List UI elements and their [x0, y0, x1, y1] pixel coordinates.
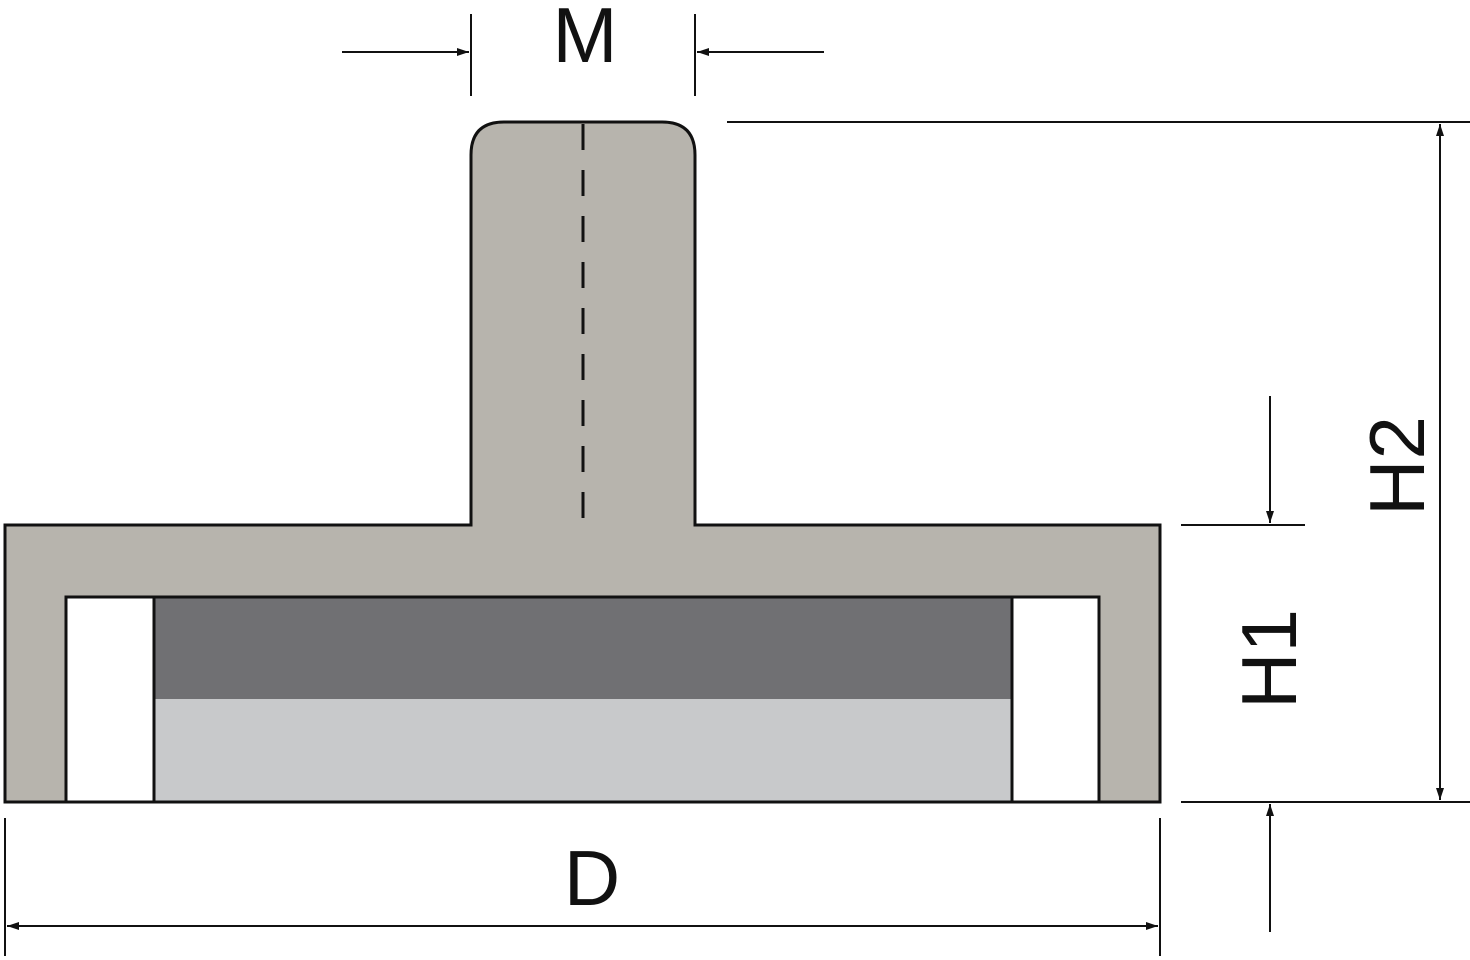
label-h1: H1: [1225, 609, 1313, 709]
dimension-h1: [1181, 396, 1305, 932]
right-gap: [1010, 595, 1101, 804]
left-gap: [64, 595, 156, 804]
label-m: M: [553, 0, 618, 79]
label-h2: H2: [1353, 416, 1441, 516]
dimension-m: [342, 14, 824, 96]
dimension-h2: [727, 121, 1470, 803]
label-d: D: [564, 834, 620, 922]
dimension-d: [4, 818, 1161, 956]
magnet-lower-layer: [154, 699, 1012, 802]
magnet-upper-layer: [154, 597, 1012, 699]
